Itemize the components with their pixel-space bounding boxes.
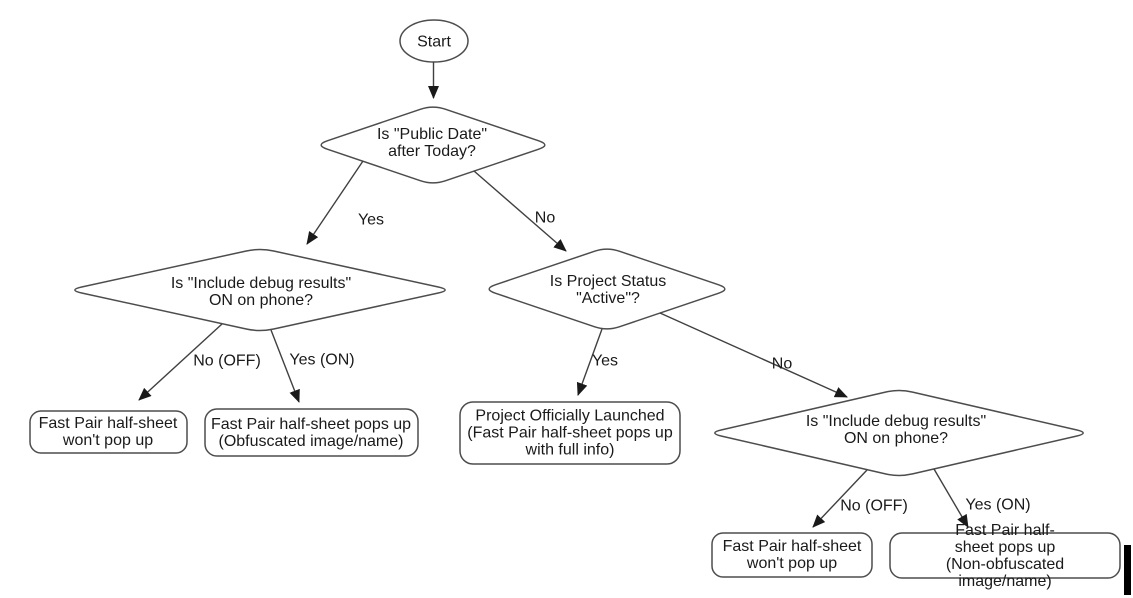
outcome-non-obfuscated-shape [889,532,1121,579]
outcome-no-popup-left-shape [29,410,188,454]
outcome-obfuscated-shape [204,408,419,457]
decision-debug-left-shape [74,248,446,332]
arrow-debug-right-yes-on [933,468,969,528]
arrow-debug-left-no-off [138,323,223,401]
arrow-public-date-yes [306,160,364,245]
outcome-no-popup-right-shape [711,532,873,578]
text-cursor-artifact [1124,545,1131,595]
decision-public-date-shape [320,106,546,184]
arrow-debug-left-yes-on [270,329,300,403]
outcome-launched-shape [459,401,681,465]
arrow-debug-right-no-off [812,469,868,528]
decision-debug-right-shape [714,389,1084,477]
start-node-shape [399,19,469,63]
arrow-public-date-no [473,170,567,252]
arrow-project-status-no [659,312,848,398]
decision-project-status-shape [488,248,726,330]
arrow-project-status-yes [576,328,603,396]
